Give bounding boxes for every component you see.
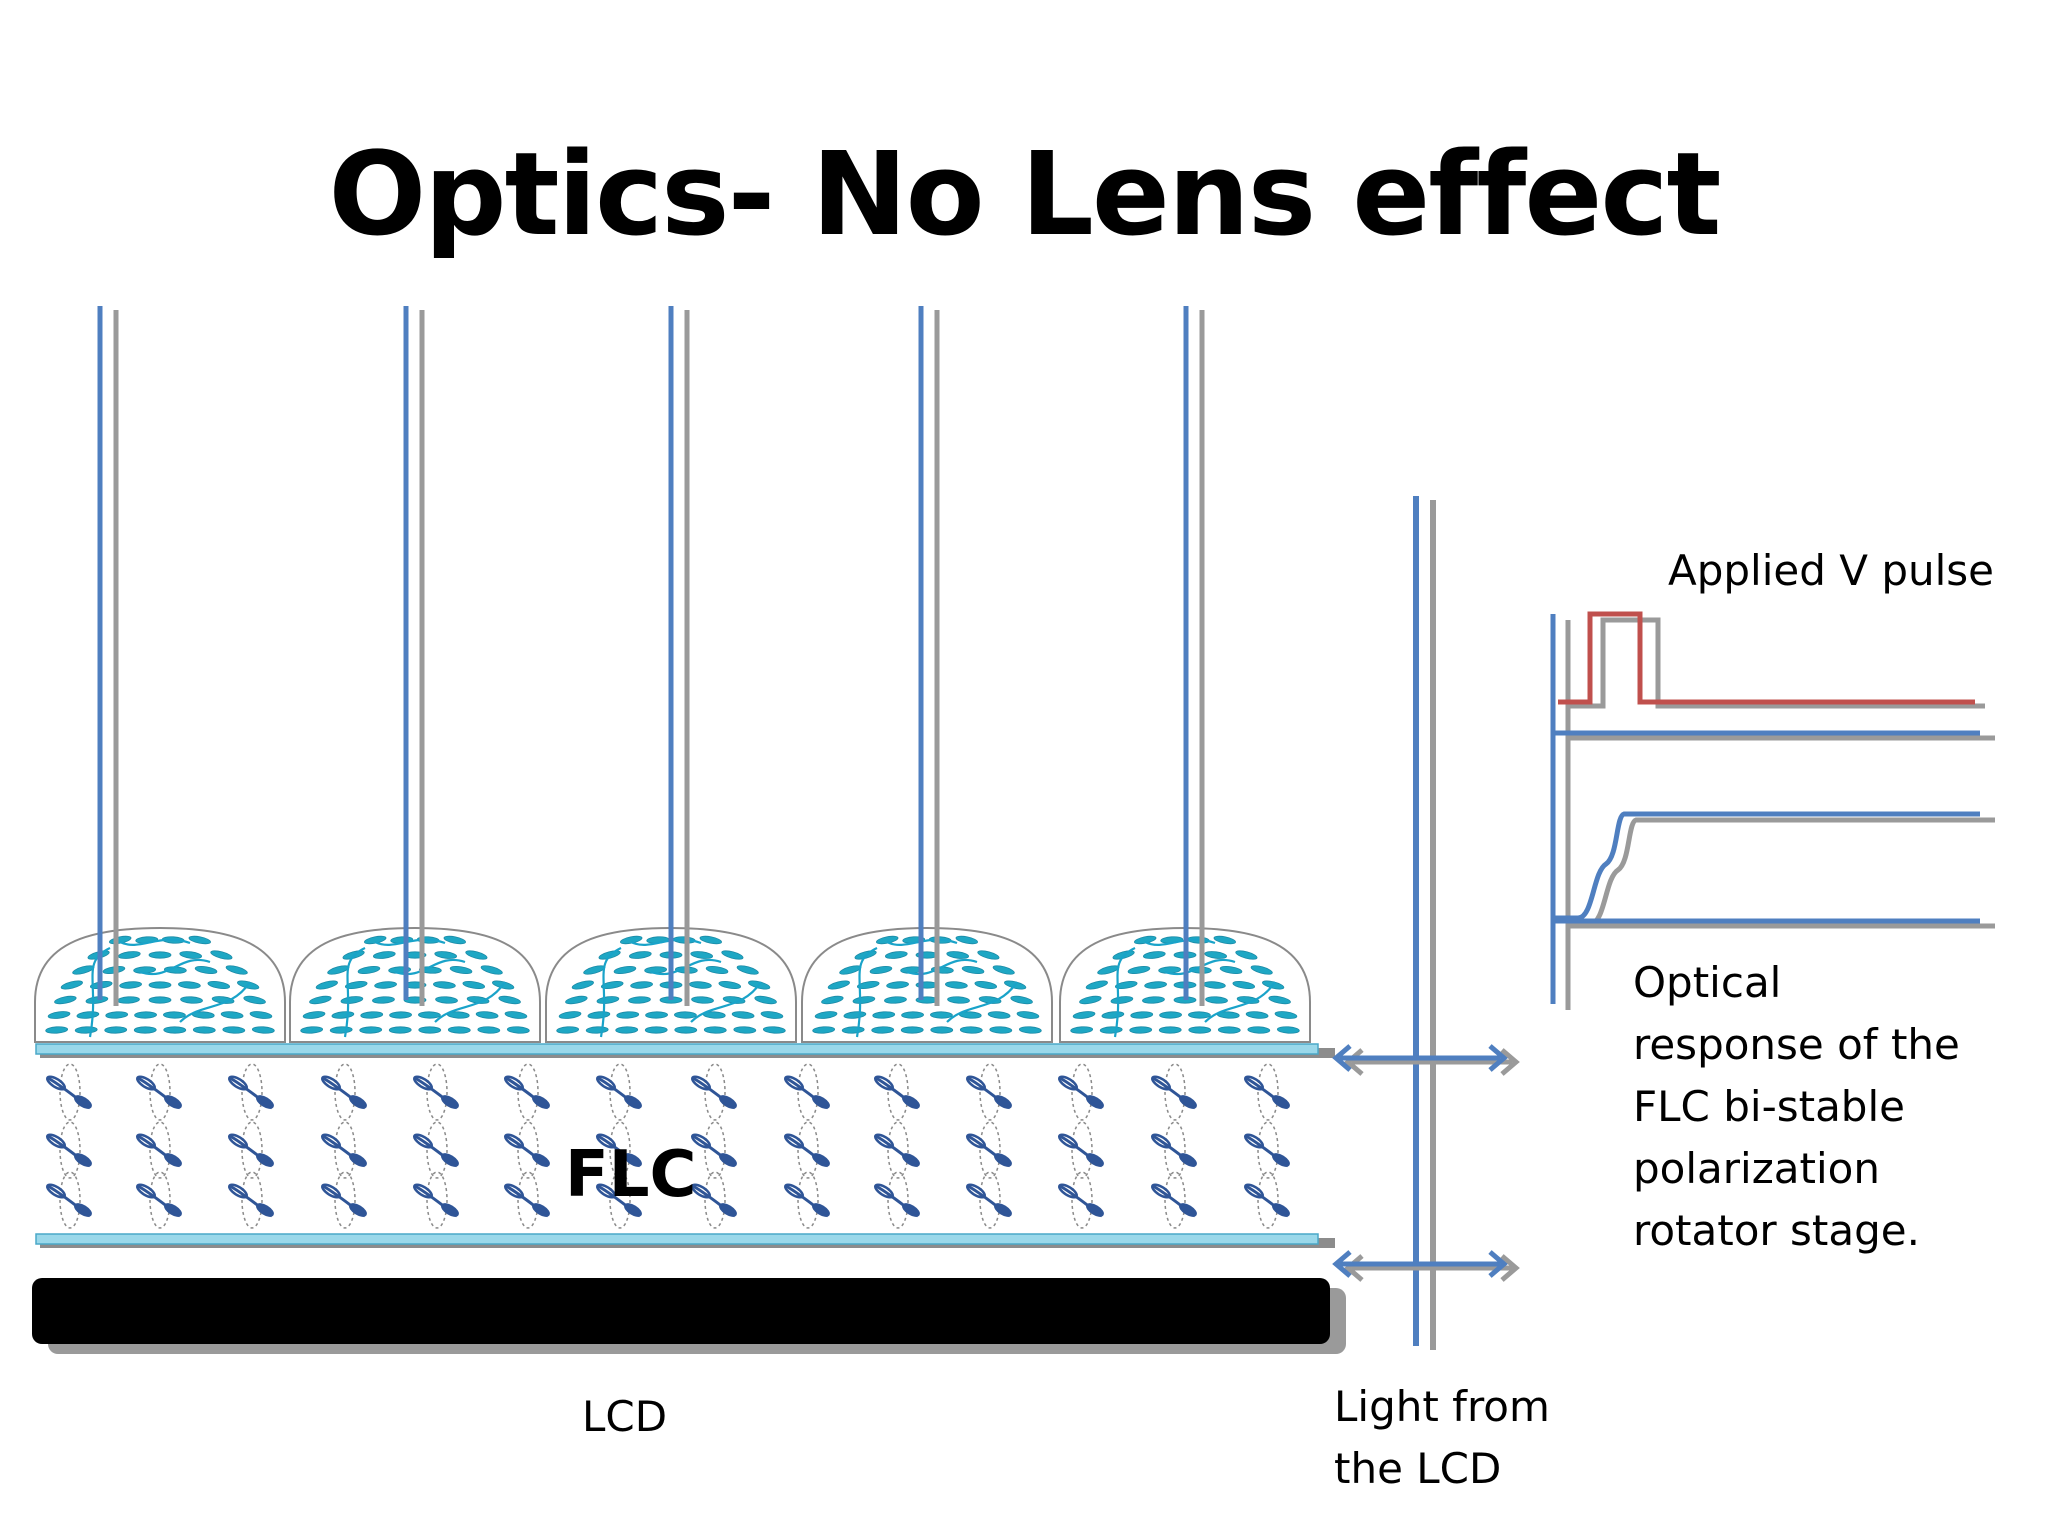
flc-molecule bbox=[963, 1120, 1015, 1180]
flc-molecule bbox=[43, 1062, 95, 1122]
flc-molecule bbox=[133, 1062, 185, 1122]
lens-dome bbox=[34, 926, 286, 1043]
applied-pulse-trace bbox=[1568, 617, 1985, 709]
flc-molecule bbox=[963, 1062, 1015, 1122]
flc-molecule bbox=[318, 1170, 370, 1230]
flc-molecule bbox=[688, 1062, 740, 1122]
flc-molecule bbox=[781, 1120, 833, 1180]
flc-molecule bbox=[318, 1120, 370, 1180]
flc-molecule bbox=[1055, 1170, 1107, 1230]
flc-molecule bbox=[225, 1120, 277, 1180]
pulse-response-plot bbox=[1550, 611, 1995, 1010]
lens-dome bbox=[801, 926, 1053, 1043]
flc-molecule bbox=[410, 1170, 462, 1230]
flc-molecule bbox=[688, 1170, 740, 1230]
flc-molecule bbox=[1148, 1120, 1200, 1180]
top-substrate bbox=[35, 1043, 1335, 1058]
flc-molecule bbox=[410, 1120, 462, 1180]
applied-pulse-label: Applied V pulse bbox=[1668, 546, 1994, 595]
lcd-label: LCD bbox=[582, 1392, 668, 1441]
flc-molecule bbox=[410, 1062, 462, 1122]
transmitted-ray bbox=[1183, 306, 1205, 1006]
flc-molecule bbox=[43, 1170, 95, 1230]
flc-molecule bbox=[501, 1120, 553, 1180]
transmitted-rays bbox=[97, 306, 1205, 1006]
light-from-lcd-label: Light from the LCD bbox=[1334, 1382, 1550, 1493]
lcd-panel bbox=[32, 1278, 1346, 1354]
polarization-arrow-upper bbox=[1332, 1044, 1520, 1076]
flc-molecule bbox=[963, 1170, 1015, 1230]
optical-response-trace bbox=[1568, 817, 1995, 927]
flc-molecule bbox=[781, 1170, 833, 1230]
flc-molecule bbox=[871, 1062, 923, 1122]
flc-molecule bbox=[133, 1120, 185, 1180]
flc-molecule bbox=[318, 1062, 370, 1122]
transmitted-ray bbox=[918, 306, 940, 1006]
transmitted-ray bbox=[403, 306, 425, 1006]
flc-molecule bbox=[501, 1062, 553, 1122]
flc-molecule bbox=[225, 1170, 277, 1230]
flc-molecule bbox=[593, 1062, 645, 1122]
flc-molecule bbox=[225, 1062, 277, 1122]
flc-molecule bbox=[1148, 1062, 1200, 1122]
flc-molecule bbox=[871, 1170, 923, 1230]
bottom-substrate bbox=[35, 1233, 1335, 1248]
light-from-lcd-ray bbox=[1413, 496, 1436, 1350]
flc-molecule bbox=[1241, 1120, 1293, 1180]
flc-molecule bbox=[871, 1120, 923, 1180]
flc-label: FLC bbox=[565, 1138, 697, 1212]
flc-molecule bbox=[1241, 1170, 1293, 1230]
flc-molecule bbox=[501, 1170, 553, 1230]
flc-molecule bbox=[1148, 1170, 1200, 1230]
page-title: Optics- No Lens effect bbox=[328, 128, 1722, 262]
flc-molecule bbox=[43, 1120, 95, 1180]
flc-molecule bbox=[1055, 1120, 1107, 1180]
flc-molecule bbox=[1055, 1062, 1107, 1122]
flc-molecule bbox=[1241, 1062, 1293, 1122]
transmitted-ray bbox=[97, 306, 119, 1006]
flc-molecule bbox=[133, 1170, 185, 1230]
lens-dome bbox=[289, 926, 541, 1043]
flc-molecule bbox=[688, 1120, 740, 1180]
polarization-arrow-lower bbox=[1332, 1250, 1520, 1282]
flc-molecule bbox=[781, 1062, 833, 1122]
optical-response-label: Optical response of the FLC bi-stable po… bbox=[1633, 958, 1960, 1255]
transmitted-ray bbox=[668, 306, 690, 1006]
